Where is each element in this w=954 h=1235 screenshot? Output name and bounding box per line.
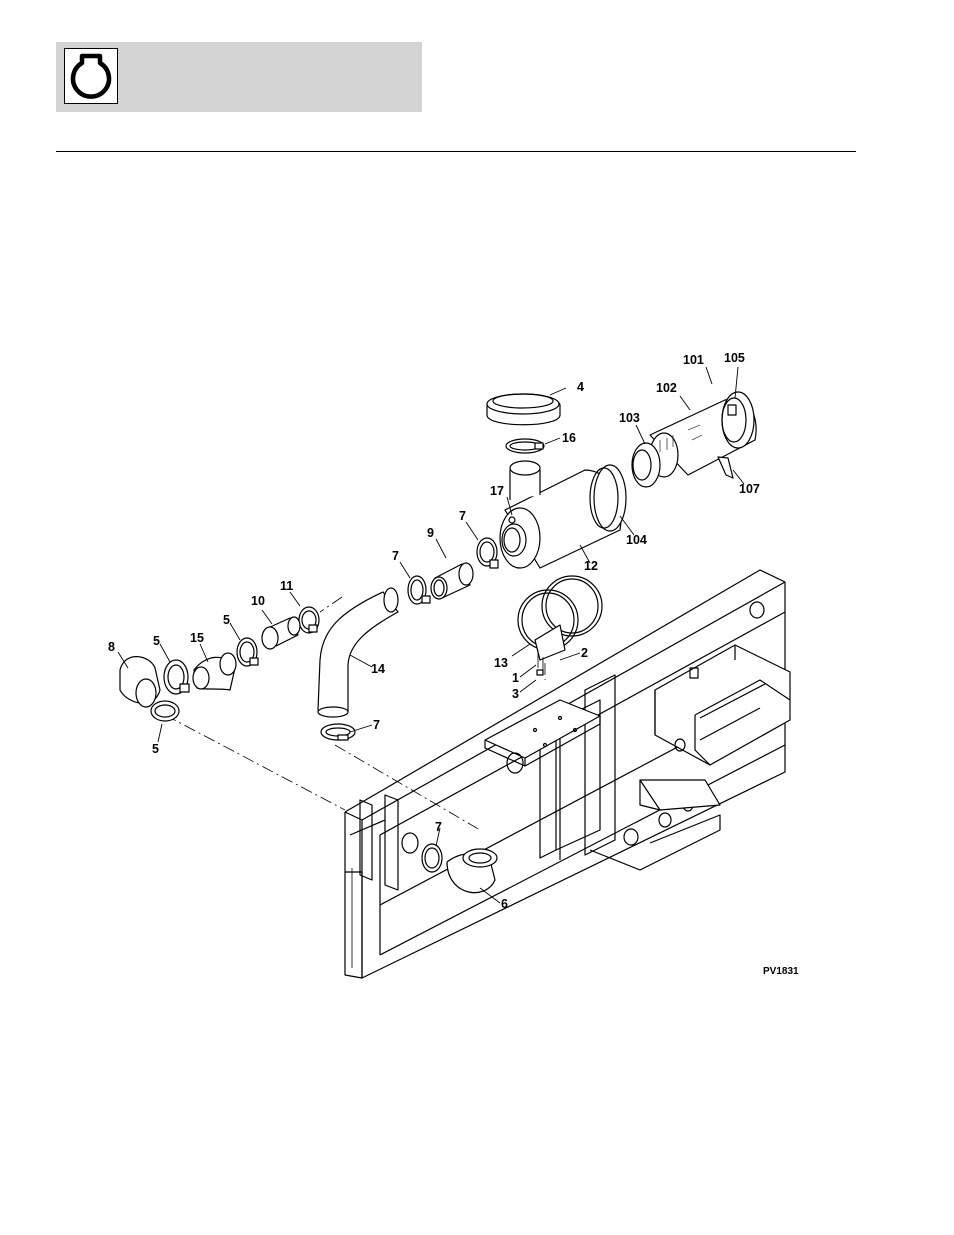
callout-5-left: 5 [153,634,160,648]
callout-9: 9 [427,526,434,540]
callout-7-hose: 7 [392,549,399,563]
callout-8: 8 [108,640,115,654]
leader-lines [117,366,745,904]
figure-id: PV1831 [763,966,799,977]
assembly-centerlines [164,596,546,831]
chassis-frame [344,569,791,979]
callout-14: 14 [371,662,385,676]
engine-symbol-icon [64,48,118,104]
callout-5-lower: 5 [152,742,159,756]
callout-10: 10 [251,594,265,608]
callout-102: 102 [656,381,677,395]
callout-labels: 4 16 101 105 102 103 107 17 7 9 104 12 7… [108,351,799,977]
callout-103: 103 [619,411,640,425]
intake-clamps [119,537,499,722]
exploded-parts-diagram: 4 16 101 105 102 103 107 17 7 9 104 12 7… [108,351,799,979]
callout-101: 101 [683,353,704,367]
callout-11: 11 [280,579,293,593]
callout-15: 15 [190,631,204,645]
callout-13: 13 [494,656,508,670]
callout-17: 17 [490,484,504,498]
callout-4: 4 [577,380,584,394]
callout-3: 3 [512,687,519,701]
callout-104: 104 [626,533,647,547]
callout-7-upper: 7 [459,509,466,523]
air-cleaner-housing [499,460,627,569]
callout-6: 6 [501,897,508,911]
rain-cap [486,393,561,454]
callout-7-hose-lower: 7 [373,718,380,732]
header-box [56,42,422,112]
inlet-hose [317,587,399,741]
mounting-bands [517,575,603,676]
callout-107: 107 [739,482,760,496]
filter-assembly [631,391,757,488]
callout-12: 12 [584,559,598,573]
header-rule [56,151,856,152]
callout-1: 1 [512,671,519,685]
callout-16: 16 [562,431,576,445]
intake-elbow-lower [421,843,498,894]
callout-2: 2 [581,646,588,660]
callout-7-frame: 7 [435,820,442,834]
callout-105: 105 [724,351,745,365]
callout-5-mid: 5 [223,613,230,627]
